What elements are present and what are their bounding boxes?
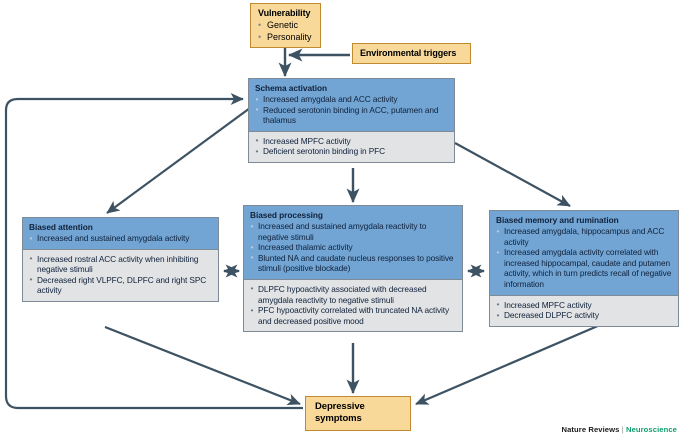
list-item: Increased MPFC activity <box>255 135 448 147</box>
biased-processing-top: Biased processing Increased and sustaine… <box>244 206 462 280</box>
list-item: Personality <box>258 31 313 43</box>
list-item: Increased and sustained amygdala reactiv… <box>250 220 456 242</box>
arrow-attention-to-symptoms <box>104 325 301 406</box>
credit-journal: Neuroscience <box>625 425 677 434</box>
environmental-triggers-title: Environmental triggers <box>360 48 457 58</box>
biased-attention-title: Biased attention <box>29 222 93 232</box>
list-item: Increased amygdala, hippocampus and ACC … <box>496 225 672 247</box>
arrow-schema-to-biased-attention <box>106 107 251 214</box>
list-item: Deficient serotonin binding in PFC <box>255 146 448 157</box>
biased-attention-top-list: Increased and sustained amygdala activit… <box>29 233 212 244</box>
node-biased-attention[interactable]: Biased attention Increased and sustained… <box>22 217 219 302</box>
vulnerability-list: Genetic Personality <box>258 19 313 43</box>
node-depressive-symptoms[interactable]: Depressive symptoms <box>305 396 411 431</box>
biased-attention-bottom-list: Increased rostral ACC activity when inhi… <box>29 253 212 296</box>
schema-activation-top-list: Increased amygdala and ACC activity Redu… <box>255 94 448 126</box>
figure-credit: Nature Reviews | Neuroscience <box>562 425 678 434</box>
list-item: Increased MPFC activity <box>496 299 672 311</box>
arrow-memory-to-symptoms <box>415 320 608 406</box>
list-item: Increased amygdala and ACC activity <box>255 94 448 105</box>
node-biased-processing[interactable]: Biased processing Increased and sustaine… <box>243 205 463 333</box>
list-item: Increased amygdala activity correlated w… <box>496 247 672 289</box>
list-item: PFC hypoactivity correlated with truncat… <box>250 305 456 326</box>
node-biased-memory-and-rumination[interactable]: Biased memory and rumination Increased a… <box>489 210 679 327</box>
node-vulnerability[interactable]: Vulnerability Genetic Personality <box>250 3 321 48</box>
credit-publisher: Nature Reviews <box>561 425 620 434</box>
biased-memory-bottom-list: Increased MPFC activity Decreased DLPFC … <box>496 299 672 321</box>
biased-processing-bottom: DLPFC hypoactivity associated with decre… <box>244 279 462 332</box>
biased-memory-bottom: Increased MPFC activity Decreased DLPFC … <box>490 295 678 326</box>
node-schema-activation[interactable]: Schema activation Increased amygdala and… <box>248 78 455 163</box>
biased-memory-top: Biased memory and rumination Increased a… <box>490 211 678 296</box>
biased-processing-top-list: Increased and sustained amygdala reactiv… <box>250 220 456 274</box>
vulnerability-title: Vulnerability <box>258 8 311 18</box>
schema-activation-bottom-list: Increased MPFC activity Deficient seroto… <box>255 135 448 157</box>
biased-memory-title: Biased memory and rumination <box>496 215 619 225</box>
list-item: Reduced serotonin binding in ACC, putame… <box>255 104 448 126</box>
list-item: Increased rostral ACC activity when inhi… <box>29 253 212 275</box>
node-environmental-triggers[interactable]: Environmental triggers <box>352 43 471 64</box>
depressive-symptoms-title: Depressive symptoms <box>315 401 365 424</box>
list-item: Decreased right VLPFC, DLPFC and right S… <box>29 274 212 296</box>
list-item: DLPFC hypoactivity associated with decre… <box>250 283 456 305</box>
schema-activation-bottom: Increased MPFC activity Deficient seroto… <box>249 131 454 162</box>
credit-separator: | <box>621 425 624 434</box>
biased-memory-top-list: Increased amygdala, hippocampus and ACC … <box>496 225 672 290</box>
biased-processing-title: Biased processing <box>250 210 323 220</box>
list-item: Decreased DLPFC activity <box>496 310 672 321</box>
list-item: Increased and sustained amygdala activit… <box>29 233 212 244</box>
list-item: Genetic <box>258 19 313 31</box>
biased-attention-bottom: Increased rostral ACC activity when inhi… <box>23 249 218 301</box>
schema-activation-top: Schema activation Increased amygdala and… <box>249 79 454 132</box>
list-item: Blunted NA and caudate nucleus responses… <box>250 252 456 274</box>
biased-attention-top: Biased attention Increased and sustained… <box>23 218 218 250</box>
arrow-schema-to-biased-memory <box>454 142 571 207</box>
list-item: Increased thalamic activity <box>250 242 456 253</box>
schema-activation-title: Schema activation <box>255 83 328 93</box>
biased-processing-bottom-list: DLPFC hypoactivity associated with decre… <box>250 283 456 326</box>
